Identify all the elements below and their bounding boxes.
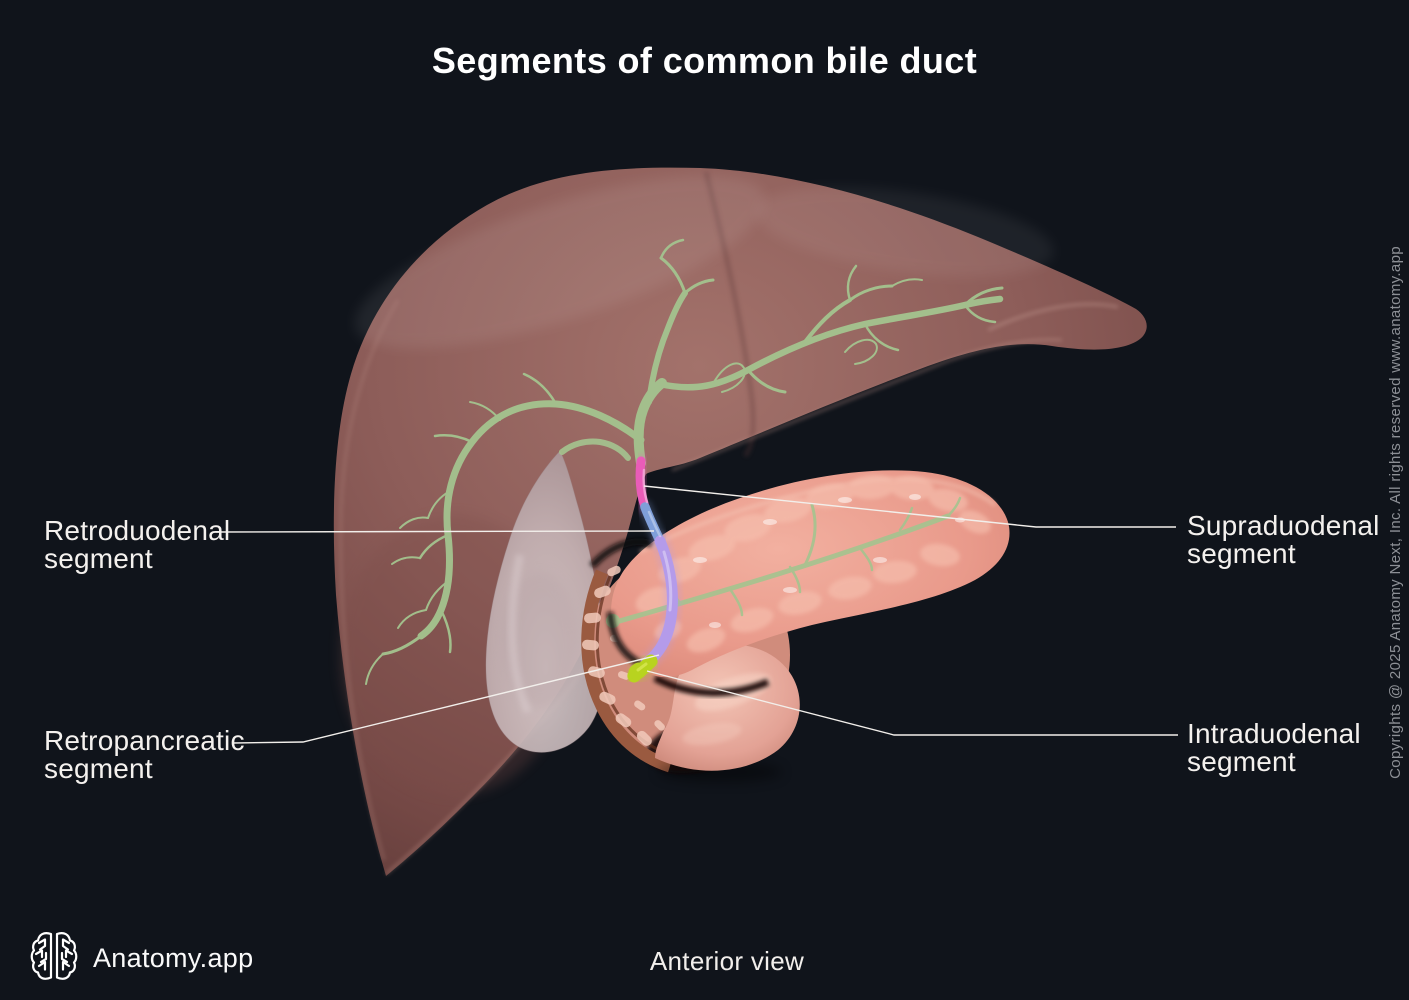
bile-duct-tree	[365, 238, 1004, 685]
leader-line-retropancreatic	[232, 654, 660, 744]
view-caption: Anterior view	[649, 946, 805, 976]
brand-footer: Anatomy.app	[30, 929, 253, 987]
page-title: Segments of common bile duct	[431, 40, 978, 81]
leader-line-retroduodenal	[215, 530, 655, 533]
brain-icon	[30, 929, 78, 987]
common-bile-duct-segments	[625, 453, 681, 685]
brand-name: Anatomy.app	[93, 942, 254, 973]
leader-line-supraduodenal	[643, 485, 1176, 528]
leader-line-intraduodenal	[646, 670, 1178, 736]
label-line1: Intraduodenal	[1187, 718, 1361, 749]
label-line2: segment	[1187, 746, 1296, 777]
label-line2: segment	[44, 753, 153, 784]
retropancreatic-segment-highlight	[640, 535, 678, 669]
label-retropancreatic-segment: Retropancreatic segment	[44, 727, 245, 783]
label-intraduodenal-segment: Intraduodenal segment	[1187, 720, 1361, 776]
label-line1: Supraduodenal	[1187, 510, 1380, 541]
label-retroduodenal-segment: Retroduodenal segment	[44, 517, 230, 573]
copyright-text: Copyrights @ 2025 Anatomy Next, Inc. All…	[1387, 246, 1404, 779]
label-line2: segment	[1187, 538, 1296, 569]
cystic-duct	[559, 438, 631, 461]
label-supraduodenal-segment: Supraduodenal segment	[1187, 512, 1380, 568]
label-line1: Retroduodenal	[44, 515, 231, 546]
gallbladder	[485, 438, 631, 753]
leader-lines	[215, 485, 1178, 744]
label-line2: segment	[44, 543, 153, 574]
label-line1: Retropancreatic	[44, 725, 245, 756]
